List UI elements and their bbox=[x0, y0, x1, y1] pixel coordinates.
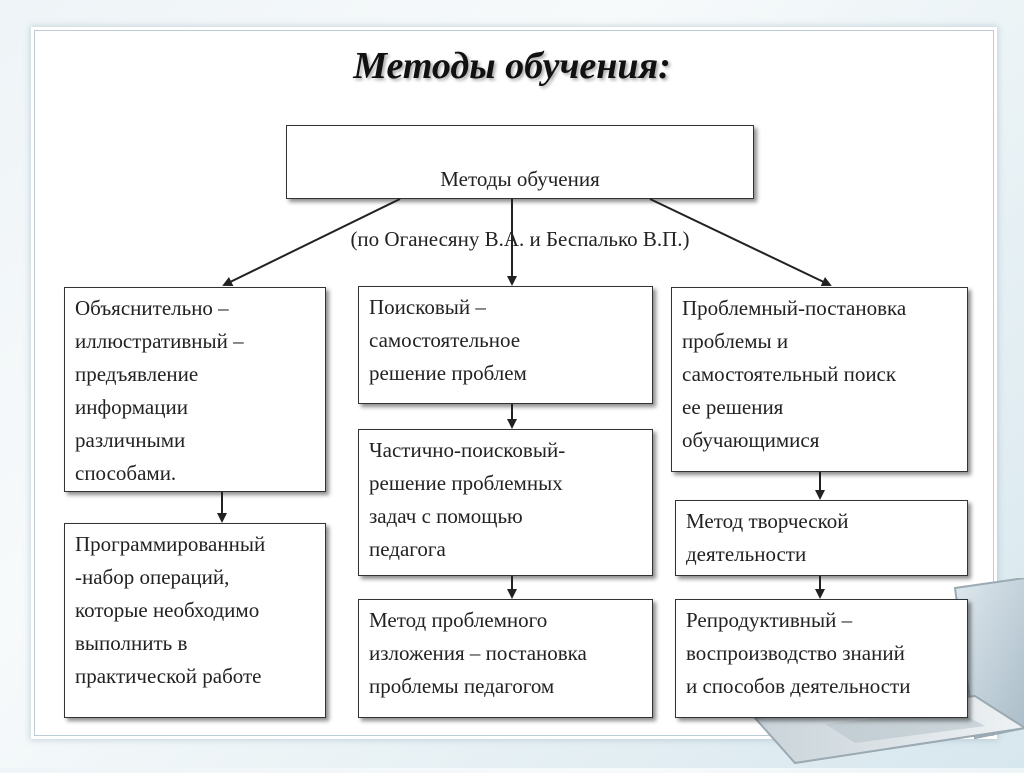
method-box-problem-presentation: Метод проблемного изложения – постановка… bbox=[358, 599, 653, 718]
root-box: Методы обучения (по Оганесяну В.А. и Бес… bbox=[286, 125, 754, 251]
method-box-reproductive: Репродуктивный – воспроизводство знаний … bbox=[675, 599, 968, 718]
root-title: Методы обучения bbox=[440, 167, 600, 191]
arrow-root-to-explanatory bbox=[222, 198, 401, 286]
method-box-explanatory: Объяснительно – иллюстративный – предъяв… bbox=[64, 287, 326, 492]
arrow-root-to-problem bbox=[649, 198, 832, 287]
root-subtitle: (по Оганесяну В.А. и Беспалько В.П.) bbox=[350, 227, 690, 251]
method-box-search: Поисковый – самостоятельное решение проб… bbox=[358, 286, 653, 404]
method-box-problem: Проблемный-постановка проблемы и самосто… bbox=[671, 287, 968, 472]
method-box-partial-search: Частично-поисковый- решение проблемных з… bbox=[358, 429, 653, 576]
page-title: Методы обучения: bbox=[353, 45, 671, 87]
method-box-creative: Метод творческой деятельности bbox=[675, 500, 968, 576]
method-box-programmed: Программированный -набор операций, котор… bbox=[64, 523, 326, 718]
